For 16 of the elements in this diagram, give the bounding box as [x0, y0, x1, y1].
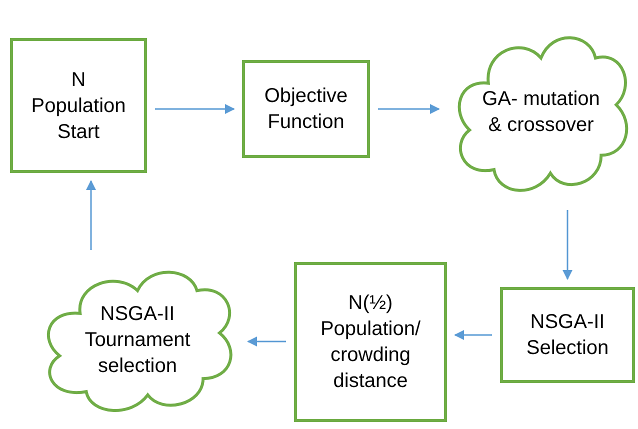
process-box: [294, 262, 447, 422]
process-box: [242, 60, 370, 158]
node-label: NSGA-II Tournament selection: [84, 302, 192, 378]
arrow: [562, 210, 572, 280]
arrow: [378, 104, 440, 114]
node-label: N(½) Population/ crowding distance: [319, 291, 422, 394]
node-label: N Population Start: [30, 68, 127, 144]
arrow: [155, 104, 235, 114]
arrow: [454, 330, 492, 340]
process-box: [10, 38, 147, 173]
arrow: [86, 180, 96, 250]
node-label: GA- mutation & crossover: [481, 87, 601, 138]
process-box: [500, 287, 635, 383]
node-label: Objective Function: [263, 84, 349, 135]
arrow: [247, 336, 286, 346]
node-label: NSGA-II Selection: [525, 310, 610, 361]
